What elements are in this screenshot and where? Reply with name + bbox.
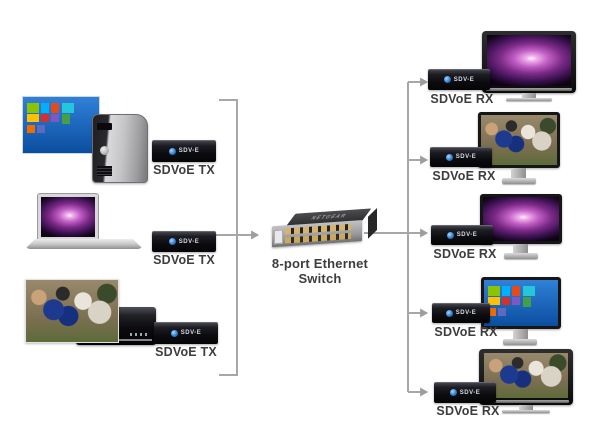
device-brand: SDV-E (180, 330, 202, 336)
tv1-chin (486, 88, 572, 91)
device-brand: SDV-E (456, 232, 478, 238)
sdvoe-rx-box-1: SDV-E (428, 69, 490, 90)
sdvoe-logo-icon (446, 231, 454, 239)
tower-drive-bay (97, 123, 112, 130)
device-brand: SDV-E (453, 76, 475, 83)
monitor2-stand (511, 168, 526, 178)
monitor2-video (481, 115, 557, 165)
sdvoe-logo-icon (168, 238, 176, 245)
rx-label-2: SDVoE RX (432, 169, 496, 183)
device-brand: SDV-E (459, 389, 481, 396)
sdvoe-logo-icon (445, 309, 453, 317)
tv5-chin (483, 400, 569, 403)
sdvoe-tx-box-1: SDV-E (152, 140, 216, 162)
sdvoe-rx-box-3: SDV-E (431, 225, 493, 245)
switch-label-line2: Switch (298, 271, 342, 286)
sdvoe-logo-icon (449, 389, 457, 396)
monitor2-base (502, 178, 536, 184)
pc-tower (92, 114, 148, 183)
windows-start-screenshot (22, 96, 100, 154)
rx-label-4: SDVoE RX (434, 325, 498, 339)
laptop-base (25, 239, 143, 249)
rx-label-3: SDVoE RX (433, 247, 497, 261)
sdvoe-logo-icon (445, 153, 453, 161)
tv5-stand (519, 405, 533, 410)
sdvoe-tx-box-3: SDV-E (154, 322, 218, 344)
tv1-wallpaper (487, 35, 571, 86)
rx-label-5: SDVoE RX (436, 404, 500, 418)
monitor3-wallpaper (483, 197, 559, 241)
display-monitor-4 (481, 277, 561, 329)
display-tv-5 (479, 349, 573, 405)
laptop-wallpaper (41, 197, 95, 237)
tx-label-1: SDVoE TX (153, 163, 215, 177)
monitor4-stand (513, 329, 528, 339)
tx-bracket-line (219, 99, 238, 376)
tower-vents (97, 166, 112, 176)
football-video-frame (25, 279, 119, 343)
display-tv-1 (482, 31, 576, 93)
tower-logo-icon (100, 146, 109, 155)
sdvoe-logo-icon (170, 329, 178, 337)
sdvoe-rx-box-2: SDV-E (430, 147, 492, 167)
tx-label-3: SDVoE TX (155, 345, 217, 359)
switch-front-panel (272, 220, 362, 248)
device-brand: SDV-E (178, 238, 200, 245)
sdvoe-logo-icon (443, 76, 451, 83)
device-brand: SDV-E (455, 310, 477, 316)
tv5-base (502, 410, 550, 413)
sdvoe-logo-icon (168, 147, 176, 155)
tv5-video (484, 353, 568, 398)
ethernet-switch: NETGEAR (270, 207, 377, 256)
sdvoe-rx-box-5: SDV-E (434, 382, 496, 403)
tx-label-2: SDVoE TX (153, 253, 215, 267)
sdvoe-tx-box-2: SDV-E (152, 231, 216, 252)
laptop-screen (37, 193, 99, 240)
switch-label-line1: 8-port Ethernet (271, 256, 369, 271)
tv1-base (506, 98, 552, 101)
sdvoe-rx-box-4: SDV-E (432, 303, 490, 323)
switch-ports-row2 (285, 232, 351, 244)
monitor3-stand (513, 244, 528, 253)
switch-body: NETGEAR (270, 207, 377, 260)
monitor4-base (503, 339, 537, 345)
monitor3-base (504, 253, 538, 259)
media-player-buttons (130, 333, 148, 336)
display-monitor-3 (480, 194, 562, 244)
switch-label-tag (274, 229, 283, 245)
device-brand: SDV-E (178, 148, 200, 154)
monitor4-windows-screen (484, 280, 558, 326)
rx-label-1: SDVoE RX (430, 92, 494, 106)
device-brand: SDV-E (455, 154, 477, 160)
tv1-stand (522, 93, 536, 98)
